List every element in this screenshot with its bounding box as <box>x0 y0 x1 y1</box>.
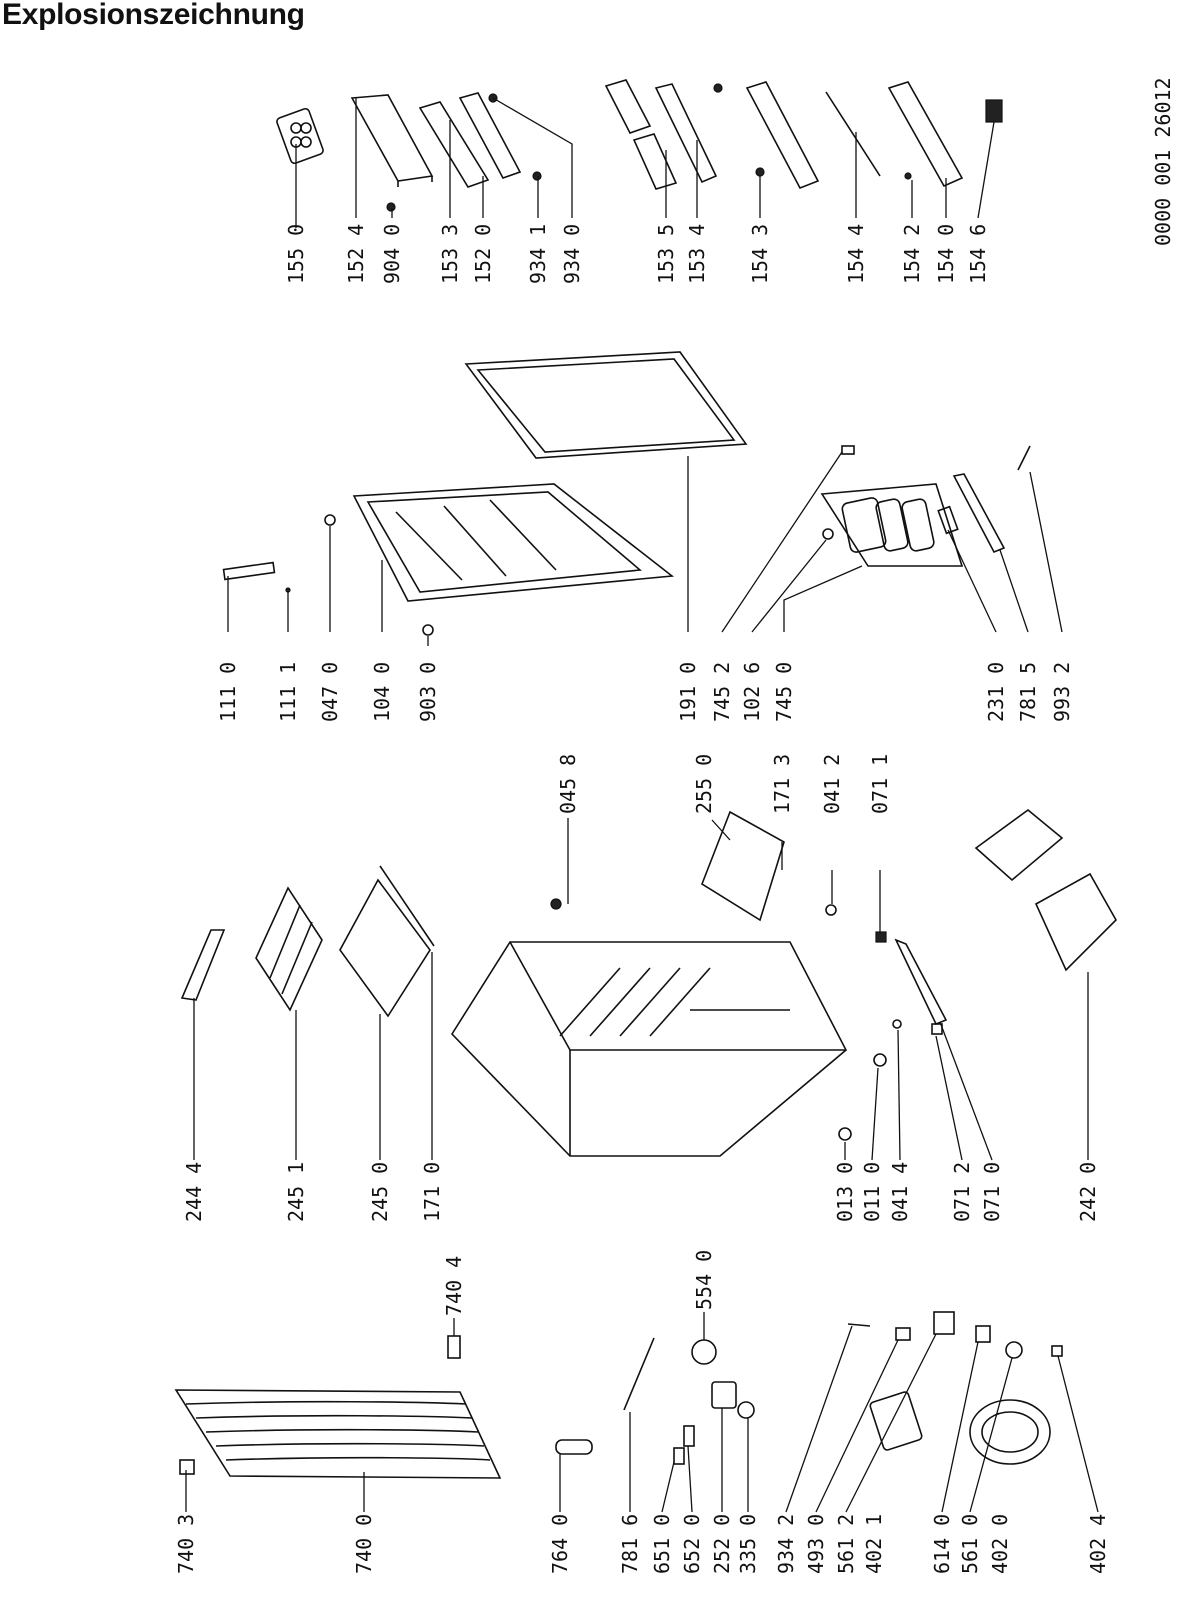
part-label: 153 3 <box>438 224 462 284</box>
part-label: 781 5 <box>1016 662 1040 722</box>
part-label: 153 5 <box>654 224 678 284</box>
part-label: 614 0 <box>930 1514 954 1574</box>
small-door-parts <box>222 514 434 636</box>
ice-tray-part <box>276 107 324 165</box>
electrical-small-parts <box>623 1311 1063 1465</box>
part-label: 071 1 <box>868 754 892 814</box>
leader-lines <box>185 97 1099 1513</box>
door-shelf-parts <box>386 79 1003 212</box>
door-gasket-part <box>464 351 748 459</box>
part-label: 402 1 <box>862 1514 886 1574</box>
drawing-number: 0000 001 26012 <box>1151 77 1175 246</box>
control-panel-part <box>820 445 1031 567</box>
part-labels: 155 0 152 4 904 0 153 3 152 0 934 1 934 … <box>174 77 1175 1574</box>
part-label: 153 4 <box>685 224 709 284</box>
cabinet-body-part <box>450 941 848 1157</box>
part-drawings <box>174 79 1117 1479</box>
part-label: 111 0 <box>216 662 240 722</box>
part-label: 740 3 <box>174 1514 198 1574</box>
part-label: 102 6 <box>740 662 764 722</box>
part-label: 245 1 <box>284 1162 308 1222</box>
condenser-coil-part <box>174 1389 502 1479</box>
part-label: 252 0 <box>710 1514 734 1574</box>
part-label: 903 0 <box>416 662 440 722</box>
glass-shelf-part <box>350 94 434 187</box>
part-label: 071 0 <box>980 1162 1004 1222</box>
part-label: 993 2 <box>1050 662 1074 722</box>
part-label: 934 1 <box>526 224 550 284</box>
part-label: 904 0 <box>380 224 404 284</box>
glass-plate-part <box>701 810 785 922</box>
part-label: 152 0 <box>471 224 495 284</box>
inner-door-part <box>352 483 675 602</box>
part-label: 652 0 <box>680 1514 704 1574</box>
part-label: 402 0 <box>988 1514 1012 1574</box>
part-label: 154 6 <box>966 224 990 284</box>
part-label: 011 0 <box>860 1162 884 1222</box>
part-label: 155 0 <box>284 224 308 284</box>
part-label: 231 0 <box>984 662 1008 722</box>
part-label: 335 0 <box>736 1514 760 1574</box>
part-label: 154 2 <box>900 224 924 284</box>
part-label: 255 0 <box>692 754 716 814</box>
part-label: 561 0 <box>958 1514 982 1574</box>
part-label: 171 3 <box>770 754 794 814</box>
part-label: 013 0 <box>833 1162 857 1222</box>
part-label: 191 0 <box>676 662 700 722</box>
part-label: 561 2 <box>834 1514 858 1574</box>
part-label: 152 4 <box>344 224 368 284</box>
part-label: 764 0 <box>548 1514 572 1574</box>
part-label: 104 0 <box>370 662 394 722</box>
part-label: 934 2 <box>774 1514 798 1574</box>
page-title: Explosionszeichnung <box>2 0 305 31</box>
compressor-part <box>969 1399 1051 1465</box>
crisper-drawer-parts <box>974 808 1117 972</box>
part-label: 111 1 <box>276 662 300 722</box>
door-bar-part <box>418 92 522 188</box>
part-label: 154 4 <box>844 224 868 284</box>
part-label: 740 4 <box>442 1256 466 1316</box>
part-label: 045 8 <box>556 754 580 814</box>
part-label: 041 2 <box>820 754 844 814</box>
part-label: 745 0 <box>772 662 796 722</box>
part-label: 041 4 <box>888 1162 912 1222</box>
part-label: 047 0 <box>318 662 342 722</box>
wire-shelf-medium-part <box>255 886 323 1012</box>
part-label: 154 3 <box>748 224 772 284</box>
part-label: 554 0 <box>692 1250 716 1310</box>
part-label: 934 0 <box>560 224 584 284</box>
cabinet-small-parts <box>550 898 948 1141</box>
condenser-small-parts <box>447 1335 593 1455</box>
part-label: 244 4 <box>182 1162 206 1222</box>
part-label: 171 0 <box>420 1162 444 1222</box>
part-label: 402 4 <box>1086 1514 1110 1574</box>
part-label: 245 0 <box>368 1162 392 1222</box>
part-label: 781 6 <box>618 1514 642 1574</box>
part-label: 242 0 <box>1076 1162 1100 1222</box>
wire-shelf-large-part <box>339 865 435 1018</box>
wire-shelf-small-part <box>180 929 226 1001</box>
part-label: 493 0 <box>804 1514 828 1574</box>
part-label: 651 0 <box>650 1514 674 1574</box>
part-label: 745 2 <box>710 662 734 722</box>
part-label: 154 0 <box>934 224 958 284</box>
part-label: 740 0 <box>352 1514 376 1574</box>
part-label: 071 2 <box>950 1162 974 1222</box>
